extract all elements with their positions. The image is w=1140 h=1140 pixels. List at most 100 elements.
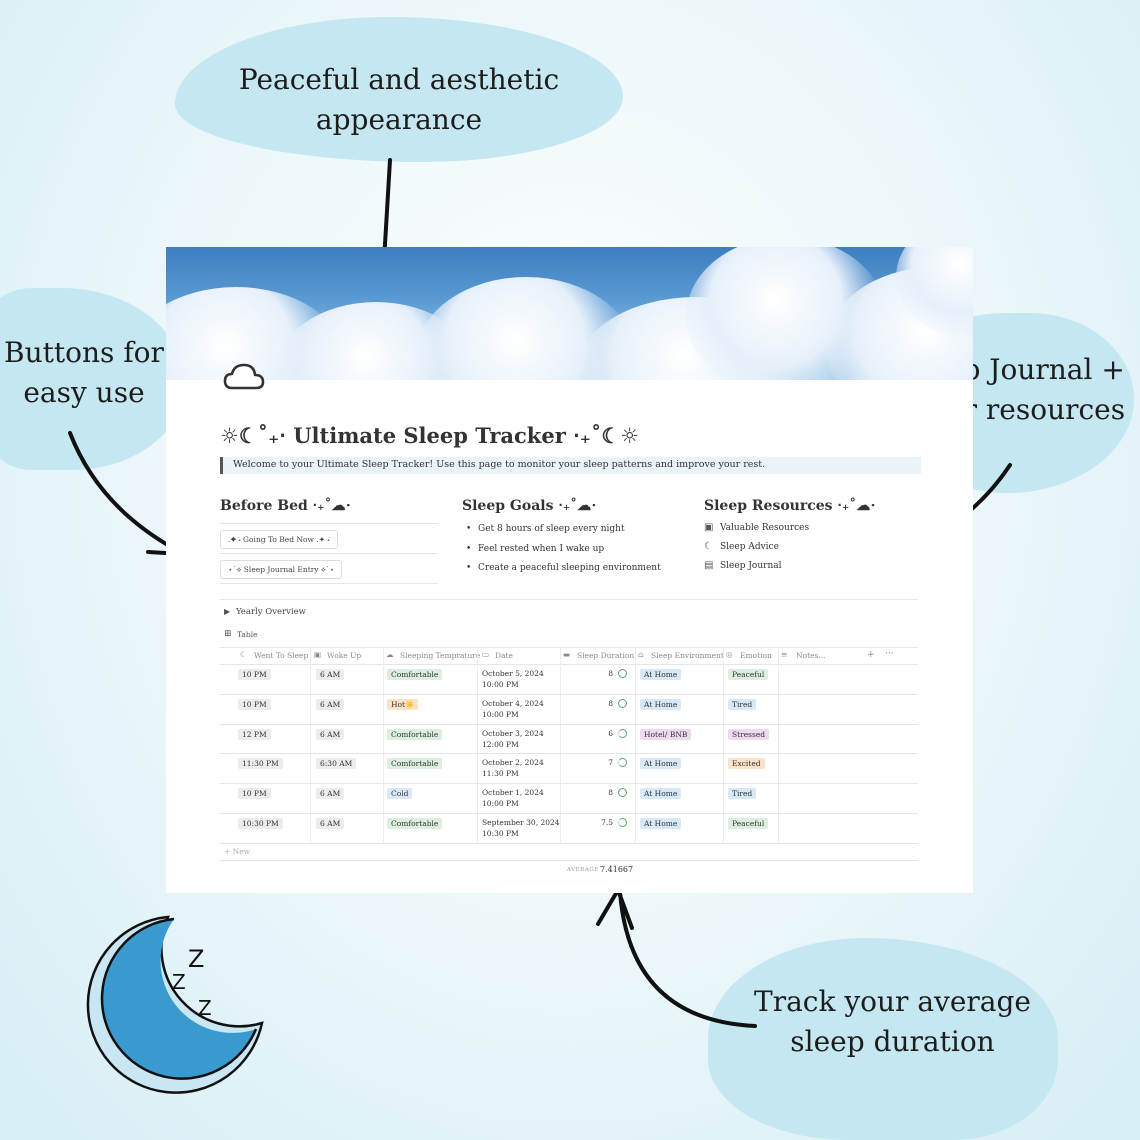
cloud-cover-banner	[166, 247, 973, 380]
date-time-cell: 10:00 PM	[482, 799, 519, 809]
emotion-tag[interactable]: Excited	[728, 758, 765, 770]
went-to-sleep-cell[interactable]: 10 PM	[238, 698, 271, 710]
sleep-duration-value[interactable]: 8	[608, 788, 613, 798]
date-time-cell: 12:00 PM	[482, 739, 519, 749]
temperature-tag[interactable]: Cold	[387, 788, 413, 800]
moon-icon: ☾	[704, 541, 713, 552]
average-value: 7.41667	[600, 865, 634, 874]
sleep-environment-tag[interactable]: At Home	[640, 788, 682, 800]
emotion-tag[interactable]: Peaceful	[728, 818, 769, 829]
callout-bottom-text: Track your average sleep duration	[725, 982, 1060, 1062]
sleep-environment-tag[interactable]: At Home	[640, 758, 682, 770]
sleep-environment-tag[interactable]: At Home	[640, 669, 682, 680]
date-time-cell: 10:30 PM	[482, 829, 519, 838]
going-to-bed-button[interactable]: .✦ ݁˖ Going To Bed Now .✦ ݁˖	[220, 530, 338, 549]
date-time-cell: 10:00 PM	[482, 680, 519, 689]
resource-link-advice[interactable]: Sleep Advice	[720, 542, 779, 552]
column-header[interactable]: Emotion	[740, 651, 772, 660]
went-to-sleep-cell[interactable]: 10:30 PM	[238, 818, 283, 829]
emotion-tag[interactable]: Tired	[728, 698, 757, 710]
date-cell[interactable]: October 1, 2024	[482, 788, 544, 798]
table-row[interactable]: 11:30 PM 6:30 AM Comfortable October 2, 202…	[220, 754, 918, 785]
callout-left-text: Buttons for easy use	[0, 333, 168, 413]
progress-ring-icon	[618, 728, 627, 738]
sleep-environment-tag[interactable]: At Home	[640, 698, 682, 710]
woke-up-cell[interactable]: 6:30 AM	[316, 758, 357, 770]
sleep-environment-tag[interactable]: At Home	[640, 818, 682, 829]
sleep-duration-value[interactable]: 6	[608, 728, 613, 738]
callout-left-line1: Buttons for	[4, 336, 164, 369]
bed-header-icon: ▬	[563, 650, 571, 659]
emotion-tag[interactable]: Tired	[728, 788, 757, 800]
temperature-tag[interactable]: Comfortable	[387, 728, 443, 740]
went-to-sleep-cell[interactable]: 10 PM	[238, 669, 271, 680]
column-header[interactable]: Sleep Duration	[577, 651, 635, 660]
table-row[interactable]: 10:30 PM 6 AM Comfortable September 30, 202…	[220, 814, 918, 844]
table-row[interactable]: 10 PM 6 AM Comfortable October 5, 2024 10:00…	[220, 665, 918, 695]
date-cell[interactable]: October 5, 2024	[482, 669, 544, 678]
sleep-resources-heading: Sleep Resources ‧₊˚☁︎⋅	[704, 498, 876, 514]
progress-ring-icon	[618, 818, 627, 827]
tab-table[interactable]: Table	[237, 630, 258, 639]
temperature-tag[interactable]: Comfortable	[387, 818, 443, 829]
callout-top-line1: Peaceful and aesthetic	[238, 63, 560, 96]
sleep-environment-tag[interactable]: Hotel/ BNB	[640, 728, 692, 740]
cloud-icon[interactable]	[222, 360, 266, 394]
goal-item: Get 8 hours of sleep every night	[466, 524, 625, 534]
resource-link-valuable[interactable]: Valuable Resources	[720, 523, 810, 533]
woke-up-cell[interactable]: 6 AM	[316, 818, 345, 829]
sleep-journal-entry-button[interactable]: ⋆˙⟡ Sleep Journal Entry ⟡˙⋆	[220, 560, 343, 579]
average-label: AVERAGE	[567, 867, 599, 873]
emotion-header-icon: ◎	[726, 650, 733, 659]
column-header[interactable]: Went To Sleep	[254, 651, 309, 660]
temperature-tag[interactable]: Comfortable	[387, 758, 443, 770]
went-to-sleep-cell[interactable]: 12 PM	[238, 728, 271, 740]
column-header[interactable]: Sleeping Temprature	[400, 651, 481, 660]
column-header[interactable]: Woke Up	[327, 651, 362, 660]
sleep-duration-value[interactable]: 8	[608, 669, 613, 678]
sleep-duration-value[interactable]: 7.5	[601, 818, 613, 827]
resource-link-journal[interactable]: Sleep Journal	[720, 561, 782, 571]
column-header[interactable]: Sleep Environment	[651, 651, 724, 660]
svg-text:Z: Z	[172, 970, 186, 994]
date-cell[interactable]: October 4, 2024	[482, 698, 544, 708]
sleeping-moon-icon: Z Z Z	[86, 915, 264, 1094]
date-cell[interactable]: October 3, 2024	[482, 728, 544, 738]
welcome-callout: Welcome to your Ultimate Sleep Tracker! …	[220, 457, 921, 474]
woke-up-cell[interactable]: 6 AM	[316, 788, 345, 800]
callout-left-line2: easy use	[23, 376, 145, 409]
temperature-tag[interactable]: Hot☀️	[387, 698, 419, 710]
emotion-tag[interactable]: Stressed	[728, 728, 770, 740]
emotion-tag[interactable]: Peaceful	[728, 669, 769, 680]
add-new-row[interactable]: + New	[224, 847, 251, 856]
woke-up-cell[interactable]: 6 AM	[316, 669, 345, 680]
sleep-duration-value[interactable]: 8	[608, 698, 613, 708]
date-cell[interactable]: September 30, 2024	[482, 818, 560, 827]
callout-bottom-line2: sleep duration	[790, 1025, 995, 1058]
callout-top-text: Peaceful and aesthetic appearance	[175, 60, 623, 140]
toggle-triangle-icon[interactable]: ▶	[224, 607, 231, 616]
column-header[interactable]: Notes...	[796, 651, 826, 660]
more-options-icon[interactable]: ···	[885, 649, 894, 659]
sleep-duration-value[interactable]: 7	[608, 758, 613, 768]
add-column-icon[interactable]: +	[867, 650, 875, 660]
yearly-overview-toggle[interactable]: Yearly Overview	[236, 607, 306, 617]
woke-up-cell[interactable]: 6 AM	[316, 698, 345, 710]
woke-up-cell[interactable]: 6 AM	[316, 728, 345, 740]
table-icon: ⊞	[224, 629, 232, 639]
goal-item: Create a peaceful sleeping environment	[466, 563, 661, 573]
goal-item: Feel rested when I wake up	[466, 544, 604, 554]
went-to-sleep-cell[interactable]: 11:30 PM	[238, 758, 283, 770]
book-icon: ▤	[704, 560, 714, 571]
progress-ring-icon	[618, 669, 627, 678]
progress-ring-icon	[618, 788, 627, 798]
went-to-sleep-header-icon: ☾	[240, 650, 247, 659]
went-to-sleep-cell[interactable]: 10 PM	[238, 788, 271, 800]
temperature-tag[interactable]: Comfortable	[387, 669, 443, 680]
column-header[interactable]: Date	[495, 651, 513, 660]
date-cell[interactable]: October 2, 2024	[482, 758, 544, 768]
page-title: ☼☾˚₊‧ Ultimate Sleep Tracker ‧₊˚☾☼	[220, 423, 640, 448]
